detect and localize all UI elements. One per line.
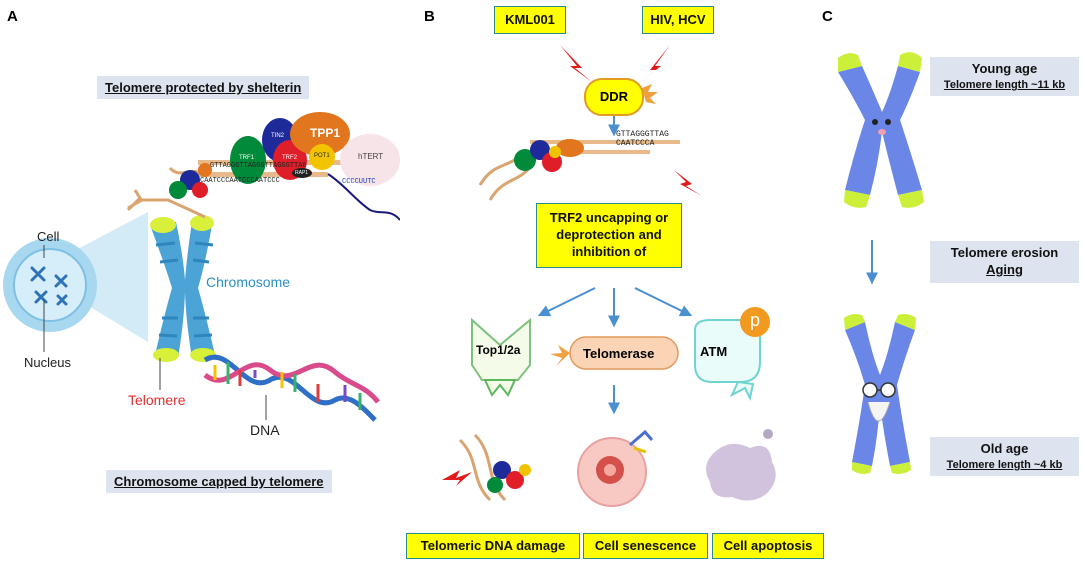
telomere-label: Telomere <box>128 392 186 408</box>
old-age-title: Old age <box>980 441 1029 456</box>
cell-label: Cell <box>37 229 60 244</box>
outcome-dna-damage: Telomeric DNA damage <box>406 533 580 559</box>
chromosome-capped-title: Chromosome capped by telomere <box>106 470 332 493</box>
panel-letter-a: A <box>7 8 18 25</box>
seq-top: GTTAGGGTTAGGGTTAGGGTTAG <box>210 162 307 170</box>
kml001-box: KML001 <box>494 6 566 34</box>
lightning-left <box>560 45 592 82</box>
panel-letter-b: B <box>424 8 435 25</box>
telomerase-label: Telomerase <box>583 346 655 361</box>
mini-shelterin <box>478 139 680 201</box>
panel-b-illustration <box>442 45 776 507</box>
lightning-dna <box>674 170 702 196</box>
young-age-box: Young age Telomere length ~11 kb <box>930 57 1079 97</box>
young-age-title: Young age <box>971 61 1038 76</box>
tin2-label: TIN2 <box>271 133 285 139</box>
nucleus-chromosomes <box>30 266 68 306</box>
young-chromosome <box>838 52 924 208</box>
ddr-node: DDR <box>584 78 644 116</box>
erosion-title: Telomere erosion <box>950 245 1059 260</box>
chromosome-label: Chromosome <box>206 274 291 290</box>
old-chromosome <box>844 314 916 474</box>
atm-shape <box>694 307 770 401</box>
hiv-hcv-box: HIV, HCV <box>642 6 714 34</box>
young-telomere-length: Telomere length ~11 kb <box>943 78 1066 91</box>
dna-helix <box>203 354 380 422</box>
dna-strand-link <box>127 198 206 219</box>
nucleus <box>13 248 87 322</box>
old-telomere-length: Telomere length ~4 kb <box>946 458 1063 471</box>
trf2-line-1: TRF2 uncapping or <box>549 210 669 225</box>
trf2-line-3: inhibition of <box>571 243 647 259</box>
senescence-image <box>577 429 654 507</box>
panel-letter-c: C <box>822 8 833 25</box>
rap1-label: RAP1 <box>295 170 309 176</box>
tpp1-label: TPP1 <box>310 126 341 140</box>
outcome-senescence: Cell senescence <box>583 533 708 559</box>
outcome-apoptosis: Cell apoptosis <box>712 533 824 559</box>
panel-c-illustration <box>838 52 924 474</box>
pot1-label: POT1 <box>314 153 330 159</box>
panel-a-illustration <box>3 112 400 422</box>
b-seq1: GTTAGGGTTAG <box>616 130 669 139</box>
top12a-shape <box>471 317 531 397</box>
trf2-uncapping-box: TRF2 uncapping or deprotection and inhib… <box>536 203 682 268</box>
seq-bottom: CAATCCCAATCCCAATCCC <box>200 177 280 185</box>
aging-label: Aging <box>986 261 1023 277</box>
trf2-label: TRF2 <box>282 155 297 161</box>
shelterin-complex <box>169 112 400 199</box>
erosion-box: Telomere erosion Aging <box>930 241 1079 283</box>
trf2-line-2: deprotection and <box>556 226 662 242</box>
htert-label: hTERT <box>358 152 384 161</box>
top12a-label: Top1/2a <box>476 343 521 357</box>
dna-label: DNA <box>250 422 280 438</box>
phospho-label: p <box>750 310 761 330</box>
chromosome-x <box>150 215 216 362</box>
trf1-label: TRF1 <box>239 155 254 161</box>
old-age-box: Old age Telomere length ~4 kb <box>930 437 1079 477</box>
seq-tail: CCCCUUTC <box>342 178 376 186</box>
shelterin-title: Telomere protected by shelterin <box>97 76 310 99</box>
lightning-right <box>638 45 670 84</box>
ddr-burst <box>642 84 658 104</box>
telomerase-burst <box>550 345 570 366</box>
atm-label: ATM <box>700 344 728 359</box>
b-seq2: CAATCCCA <box>616 139 655 148</box>
dna-damage-image <box>442 433 531 502</box>
apoptosis-image <box>706 429 776 501</box>
magnify-cone <box>72 212 148 342</box>
nucleus-label: Nucleus <box>24 355 71 370</box>
